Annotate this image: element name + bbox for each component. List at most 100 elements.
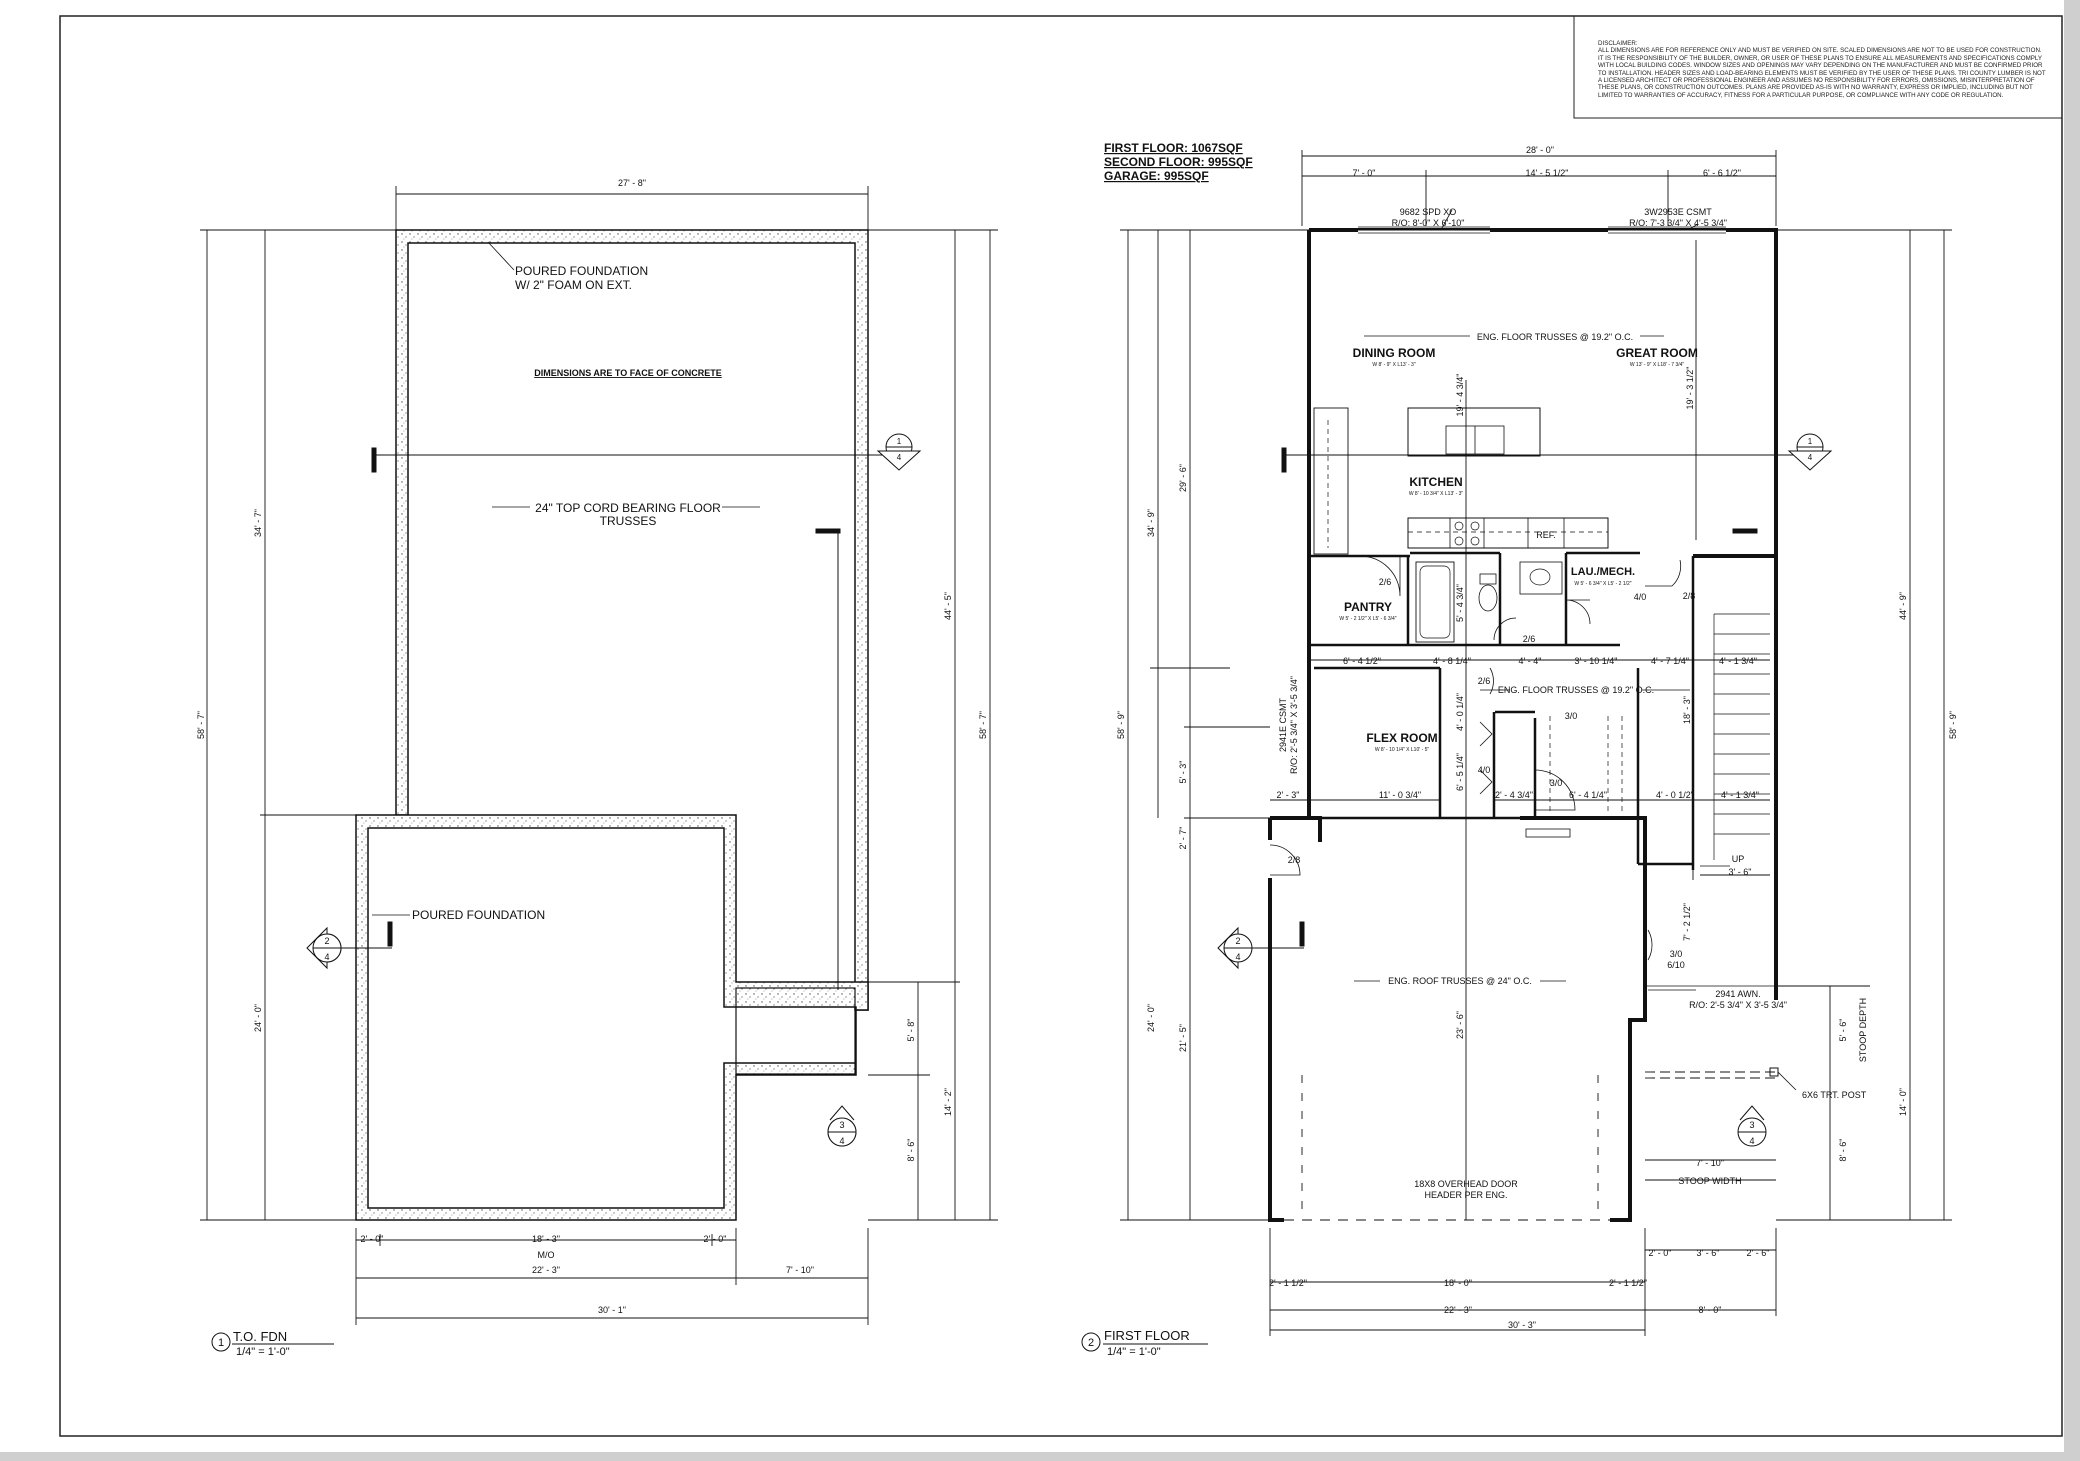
- fdn-dim-bottom-mid: 18' - 3": [532, 1234, 560, 1244]
- ff-dim-b-s2: 3' - 6": [1697, 1248, 1720, 1258]
- fdn-dim-right-lower: 14' - 2": [943, 1088, 953, 1116]
- ff-s2-num: 2: [1235, 936, 1240, 946]
- room-great-dim: W 13' - 9" X L18' - 7 3/4": [1630, 362, 1685, 368]
- pantry-cabinet: [1313, 407, 1349, 555]
- sheet-border: [59, 15, 2063, 1437]
- room-kitchen: KITCHEN: [1409, 475, 1462, 489]
- ff-dim-great-v: 19' - 3 1/2": [1685, 367, 1695, 410]
- door-9: 2/8: [1288, 855, 1301, 865]
- stairs: [1700, 613, 1770, 867]
- ff-dim-f4: 6' - 4 1/4": [1569, 790, 1607, 800]
- note-up: UP: [1732, 854, 1745, 864]
- fdn-dim-bottom-right: 2' - 0": [704, 1234, 727, 1244]
- fdn-s2-sheet: 4: [324, 952, 329, 962]
- beam-marker: [815, 528, 841, 534]
- fdn-title-number: 1: [218, 1337, 224, 1349]
- ff-dim-f1: 2' - 3": [1277, 790, 1300, 800]
- fdn-title: T.O. FDN: [233, 1329, 287, 1344]
- ff-s3-num: 3: [1749, 1120, 1754, 1130]
- ff-dim-r2: 4' - 8 1/4": [1433, 656, 1471, 666]
- note-spd: 9682 SPD XO: [1400, 207, 1457, 217]
- fdn-dim-right-b: 8' - 6": [906, 1139, 916, 1162]
- ff-title-circle: [1081, 1332, 1101, 1352]
- ff-dim-left-lower: 24' - 0": [1146, 1004, 1156, 1032]
- ff-dim-b6: 30' - 3": [1508, 1320, 1536, 1330]
- foundation-labels: POURED FOUNDATION W/ 2" FOAM ON EXT. DIM…: [196, 178, 988, 1358]
- room-pantry-dim: W 5' - 2 1/2" X L5' - 6 3/4": [1339, 616, 1396, 622]
- ff-dim-garage-v: 23' - 6": [1455, 1011, 1465, 1039]
- fdn-s3-num: 3: [839, 1120, 844, 1130]
- disclaimer: DISCLAIMER: ALL DIMENSIONS ARE FOR REFER…: [1598, 40, 2048, 99]
- door-2: 2/6: [1523, 634, 1536, 644]
- ff-dim-b-s1: 2' - 0": [1649, 1248, 1672, 1258]
- ff-dim-flex-v2: 6' - 5 1/4": [1455, 753, 1465, 791]
- disclaimer-title: DISCLAIMER:: [1598, 40, 1638, 47]
- section-marker-3: [827, 1105, 857, 1147]
- note-ref: REF.: [1536, 530, 1556, 540]
- note-csmt-2-ro: R/O: 2'-5 3/4" X 3'-5 3/4": [1289, 676, 1299, 774]
- ff-dim-left-upper: 34' - 9": [1146, 509, 1156, 537]
- note-csmt-2: 2941E CSMT: [1278, 697, 1288, 752]
- area-garage: GARAGE: 995SQF: [1104, 169, 1209, 183]
- room-flex-dim: W 8' - 10 1/4" X L10' - 5": [1375, 747, 1430, 753]
- fdn-dim-b2: 22' - 3": [532, 1265, 560, 1275]
- fdn-note-truss-2: TRUSSES: [600, 514, 657, 528]
- kitchen-island: [1407, 407, 1541, 457]
- fdn-s3-sheet: 4: [839, 1136, 844, 1146]
- ff-dim-b5: 8' - 0": [1699, 1305, 1722, 1315]
- paper-shadow: [2064, 0, 2080, 1461]
- room-lau-mech-dim: W 5' - 6 3/4" X L5' - 2 1/2": [1574, 581, 1631, 587]
- ff-dim-left-outer: 58' - 9": [1116, 711, 1126, 739]
- ff-dim-f5: 4' - 0 1/2": [1656, 790, 1694, 800]
- ff-dim-top-b: 14' - 5 1/2": [1526, 168, 1569, 178]
- note-header: HEADER PER ENG.: [1424, 1190, 1507, 1200]
- ff-dim-r6: 4' - 1 3/4": [1719, 656, 1757, 666]
- door-3: 2/6: [1478, 676, 1491, 686]
- bathtub: [1415, 561, 1455, 643]
- section-marker-1: [876, 433, 922, 471]
- ff-s3-sheet: 4: [1749, 1136, 1754, 1146]
- ff-dim-f7: 3' - 6": [1729, 867, 1752, 877]
- note-csmt: 3W2953E CSMT: [1644, 207, 1712, 217]
- fdn-dim-mo: M/O: [538, 1250, 555, 1260]
- note-awn-ro: R/O: 2'-5 3/4" X 3'-5 3/4": [1689, 1000, 1787, 1010]
- fdn-note-truss-1: 24" TOP CORD BEARING FLOOR: [535, 501, 721, 515]
- room-great: GREAT ROOM: [1616, 346, 1698, 360]
- ff-dim-b2: 18' - 0": [1444, 1278, 1472, 1288]
- fdn-dim-right-a: 5' - 8": [906, 1019, 916, 1042]
- note-stoop-width: STOOP WIDTH: [1678, 1176, 1741, 1186]
- door-10: 3/0: [1670, 949, 1683, 959]
- area-second-floor: SECOND FLOOR: 995SQF: [1104, 155, 1253, 169]
- foundation-plan: [200, 186, 998, 1325]
- door-10-height: 6/10: [1667, 960, 1685, 970]
- ff-dim-b-s3: 2' - 6": [1747, 1248, 1770, 1258]
- disclaimer-box: [1573, 15, 2063, 119]
- fdn-s1-num: 1: [897, 437, 902, 446]
- lavatory: [1519, 561, 1563, 595]
- first-floor-plan: [1120, 150, 1952, 1336]
- ff-s1-sheet: 4: [1808, 453, 1813, 462]
- section-marker-bar-2: [387, 921, 393, 947]
- ff-dim-kitchen-v: 19' - 4 3/4": [1455, 374, 1465, 417]
- disclaimer-body: ALL DIMENSIONS ARE FOR REFERENCE ONLY AN…: [1598, 47, 2046, 99]
- ff-section-marker-2: [1217, 926, 1253, 970]
- door-4: 4/0: [1634, 592, 1647, 602]
- room-dining: DINING ROOM: [1353, 346, 1436, 360]
- note-awn: 2941 AWN.: [1715, 989, 1760, 999]
- ff-dim-right-b: 8' - 6": [1838, 1139, 1848, 1162]
- ff-s1-num: 1: [1808, 437, 1813, 446]
- ff-dimensions: [1120, 150, 1952, 1336]
- fdn-title-circle: [211, 1332, 231, 1352]
- note-overhead-door: 18X8 OVERHEAD DOOR: [1414, 1179, 1518, 1189]
- note-post: 6X6 TRT. POST: [1802, 1090, 1867, 1100]
- foundation-dimensions: [200, 186, 998, 1325]
- first-floor-labels: DINING ROOM W 8' - 9" X L13' - 3" GREAT …: [1081, 145, 1958, 1358]
- foundation-wall-lower: [355, 814, 869, 1221]
- ff-dim-top: 28' - 0": [1526, 145, 1554, 155]
- door-6: 3/0: [1565, 711, 1578, 721]
- fdn-note-poured: POURED FOUNDATION: [515, 264, 648, 278]
- ff-dim-top-a: 7' - 0": [1353, 168, 1376, 178]
- ff-dim-right-inner: 44' - 9": [1898, 592, 1908, 620]
- ff-scale: 1/4" = 1'-0": [1107, 1346, 1161, 1358]
